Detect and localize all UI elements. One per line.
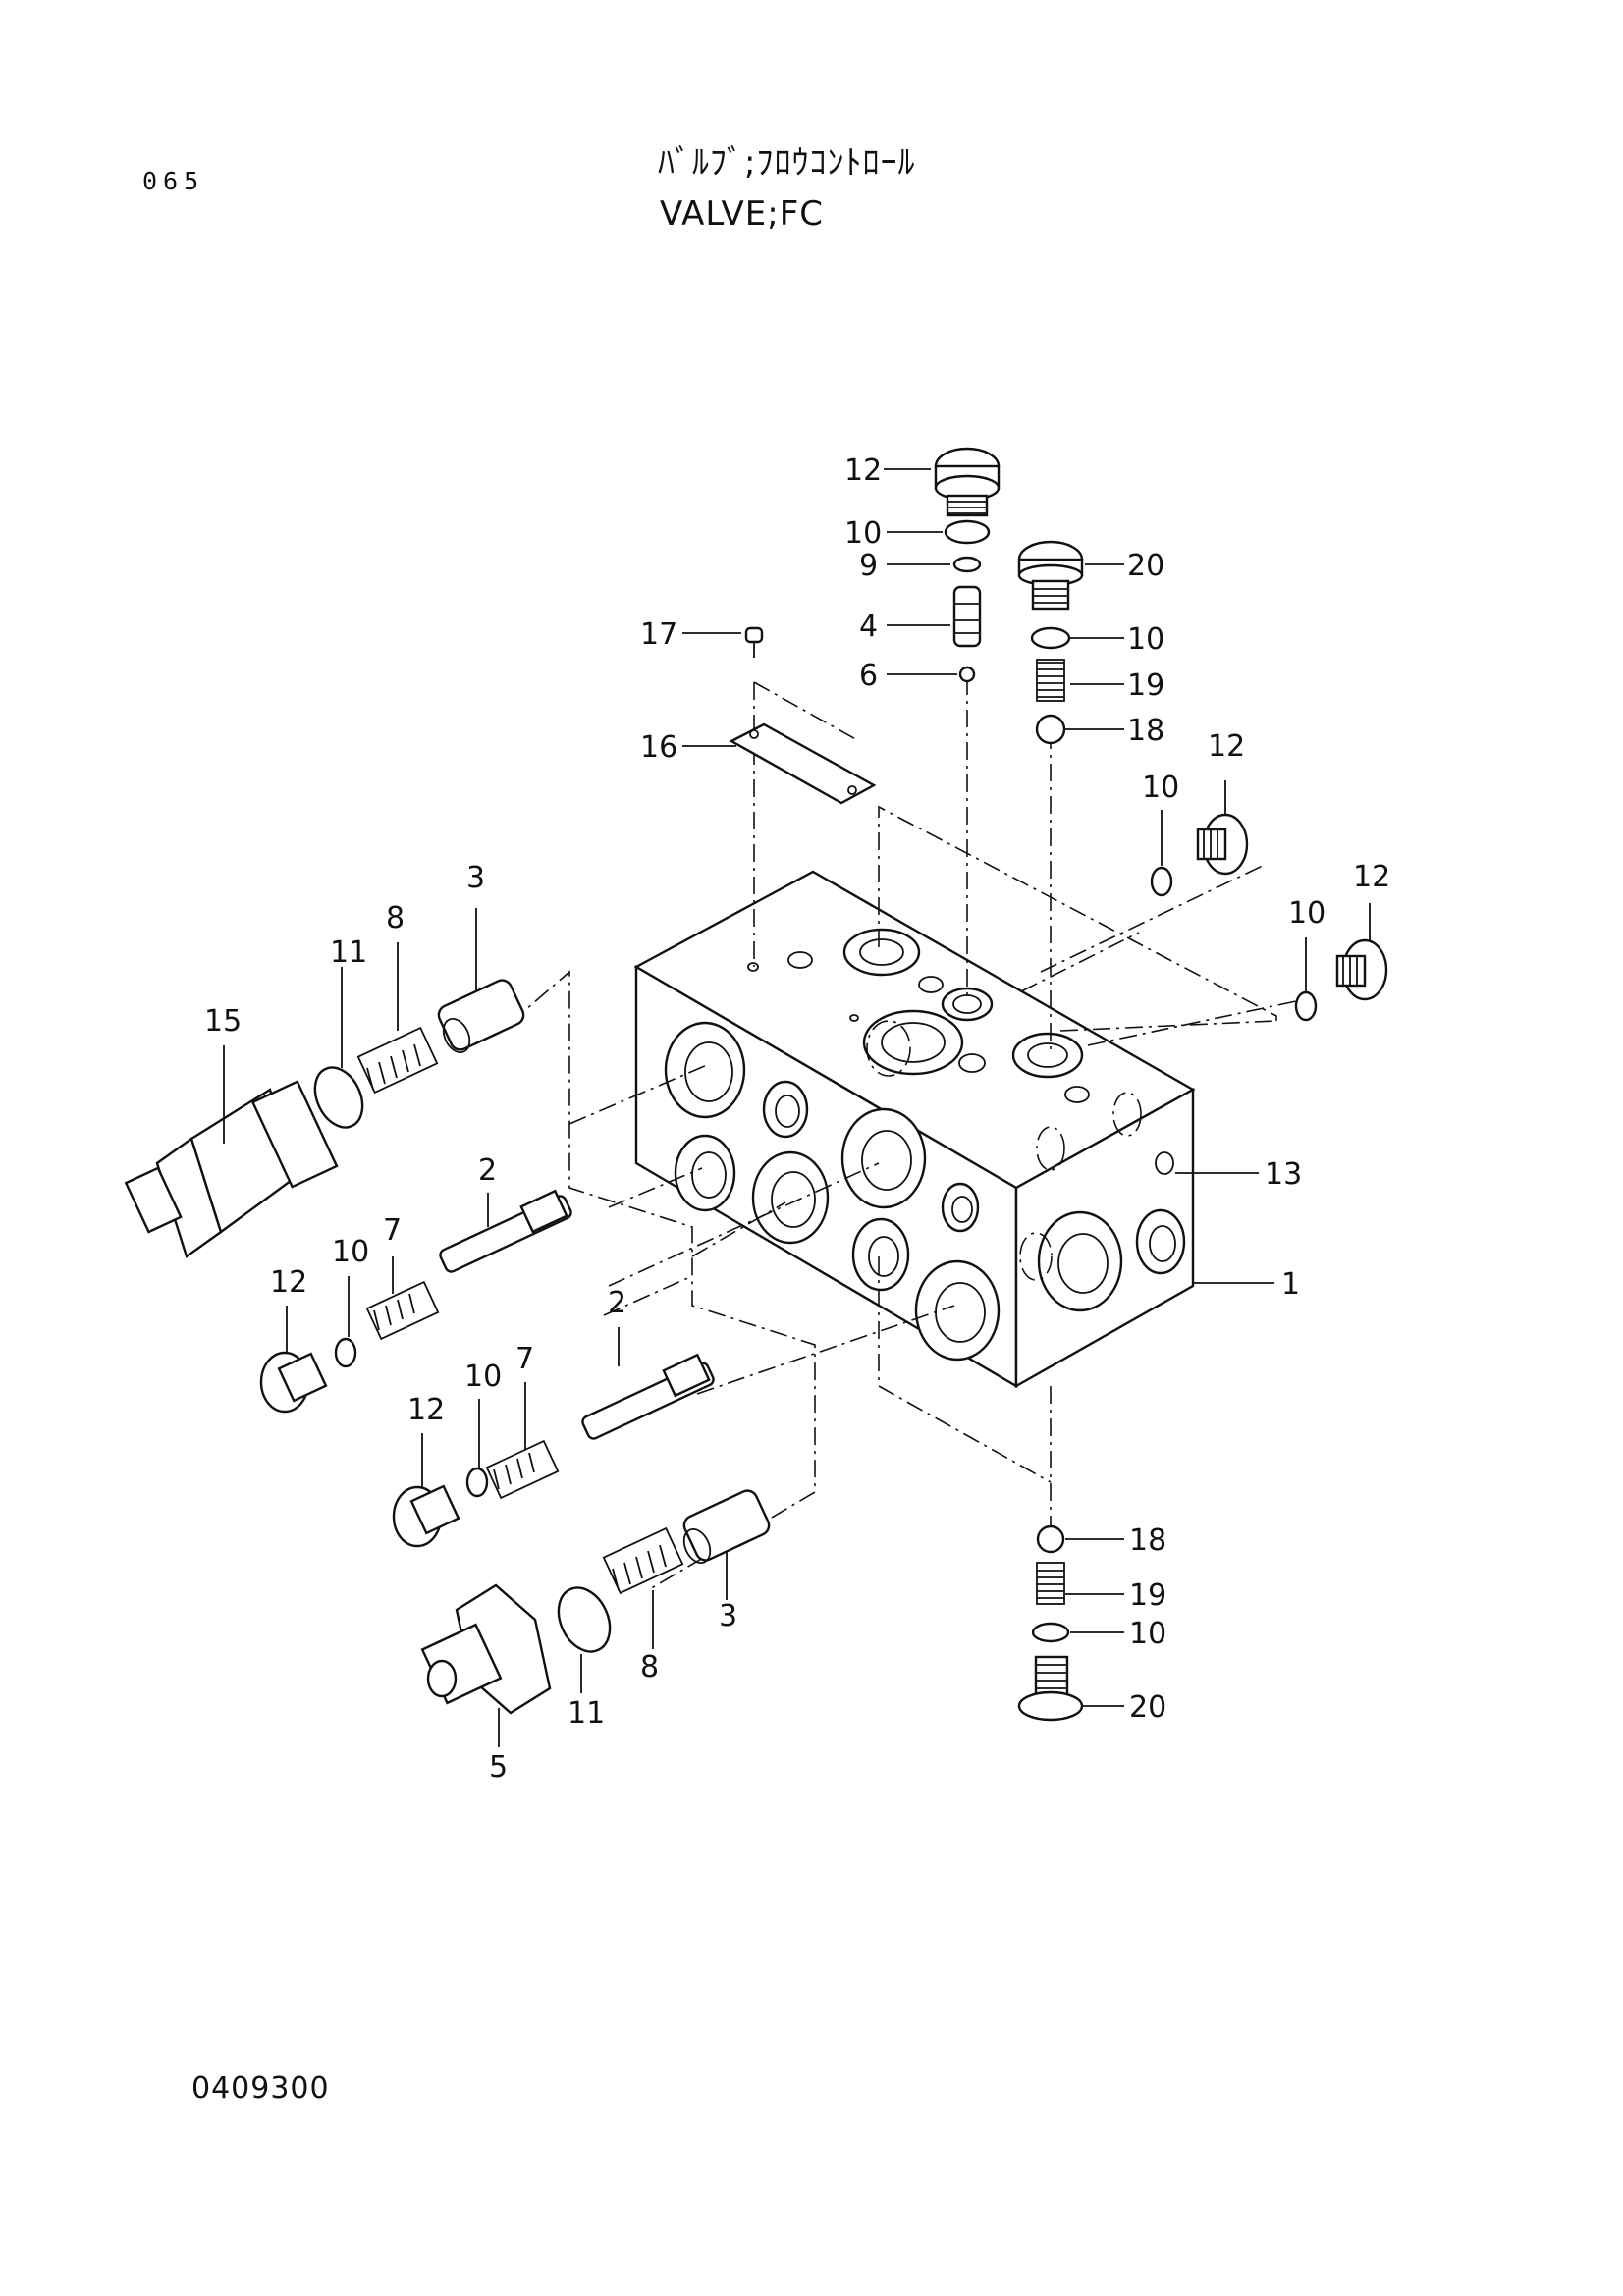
callout-12-right-2: 12 (1353, 860, 1390, 894)
plug-12-b (392, 1484, 460, 1548)
page-number: 065 (142, 167, 205, 195)
relief-valve-5 (420, 1583, 552, 1715)
drawing-number: 0409300 (191, 2071, 330, 2106)
callout-3-bottom: 3 (719, 1599, 737, 1633)
callout-19-bottom: 19 (1129, 1578, 1166, 1613)
callout-7-b: 7 (515, 1342, 534, 1376)
spool-2-a (439, 1189, 572, 1273)
callout-8-top: 8 (386, 901, 405, 935)
plug-12-right-2 (1335, 938, 1388, 1001)
spring-7-a (365, 1280, 440, 1341)
ring-9 (952, 556, 982, 573)
callout-5: 5 (489, 1750, 508, 1785)
callout-13: 13 (1265, 1157, 1302, 1192)
callout-2-a: 2 (478, 1153, 497, 1188)
sleeve-3-top (437, 979, 525, 1053)
callout-10-right-2: 10 (1142, 771, 1179, 805)
o-ring-10-right-2 (1294, 990, 1318, 1022)
spring-19-top (1036, 659, 1065, 702)
sleeve-3-bottom (682, 1489, 771, 1564)
o-ring-10-bottom (1031, 1622, 1070, 1643)
o-ring-10-right-1 (1150, 866, 1173, 897)
callout-12-a: 12 (270, 1265, 307, 1300)
callout-12-top: 12 (844, 454, 882, 488)
callout-12-b: 12 (407, 1393, 445, 1427)
title-english: VALVE;FC (660, 194, 825, 234)
callout-4: 4 (859, 610, 878, 644)
callout-1: 1 (1281, 1267, 1300, 1302)
callout-11-top: 11 (330, 935, 367, 970)
callout-16: 16 (640, 730, 677, 765)
ball-18-bottom (1036, 1524, 1065, 1554)
o-ring-10-top (944, 519, 991, 545)
o-ring-11-top (313, 1066, 364, 1129)
plug-20-bottom (1017, 1655, 1084, 1722)
spring-8-top (356, 1026, 439, 1095)
callout-20-bottom: 20 (1129, 1690, 1166, 1725)
callout-10-a: 10 (332, 1235, 369, 1269)
callout-10-top: 10 (844, 516, 882, 551)
o-ring-11-bottom (557, 1586, 612, 1653)
callout-9: 9 (859, 549, 878, 583)
callout-10-b: 10 (464, 1360, 502, 1394)
callout-20-top: 20 (1127, 549, 1164, 583)
callout-8-bottom: 8 (640, 1650, 659, 1684)
poppet-4 (952, 585, 982, 648)
plug-12-right-1 (1196, 813, 1249, 876)
callout-3-top: 3 (466, 861, 485, 895)
title-japanese: ﾊﾞﾙﾌﾞ;ﾌﾛｳｺﾝﾄﾛｰﾙ (658, 143, 916, 183)
o-ring-10-right-top (1030, 626, 1071, 650)
relief-valve-15 (124, 1080, 339, 1258)
plate-16 (729, 722, 877, 805)
axis-lines (510, 677, 1297, 1591)
ball-18-top (1035, 714, 1066, 745)
spring-19-bottom (1036, 1562, 1065, 1605)
callout-18-bottom: 18 (1129, 1523, 1166, 1558)
callout-11-bottom: 11 (568, 1696, 605, 1731)
o-ring-10-b (465, 1467, 489, 1498)
spool-2-b (581, 1353, 715, 1440)
screw-17 (744, 626, 764, 658)
plug-20-top (1017, 540, 1084, 611)
plug-12-a (259, 1351, 328, 1414)
callout-2-b: 2 (608, 1286, 626, 1320)
callout-19-top: 19 (1127, 668, 1164, 703)
o-ring-10-a (334, 1337, 357, 1368)
callout-17: 17 (640, 617, 677, 652)
callout-10-bottom: 10 (1129, 1617, 1166, 1651)
callout-18-top: 18 (1127, 714, 1164, 748)
plug-12-top (934, 447, 1001, 517)
callout-10-right-top: 10 (1127, 622, 1164, 657)
callout-6: 6 (859, 659, 878, 693)
callout-7-a: 7 (383, 1213, 402, 1248)
callout-12-right-1: 12 (1208, 729, 1245, 764)
ball-6 (958, 666, 976, 683)
spring-8-bottom (602, 1526, 684, 1595)
leader-lines (223, 468, 1371, 1747)
spring-7-b (485, 1439, 560, 1500)
callout-15: 15 (204, 1004, 242, 1039)
valve-body (633, 870, 1196, 1389)
callout-labels: 12 10 9 4 6 20 10 19 18 17 16 12 10 12 1… (204, 454, 1390, 1785)
callout-10-right-3: 10 (1288, 896, 1325, 931)
